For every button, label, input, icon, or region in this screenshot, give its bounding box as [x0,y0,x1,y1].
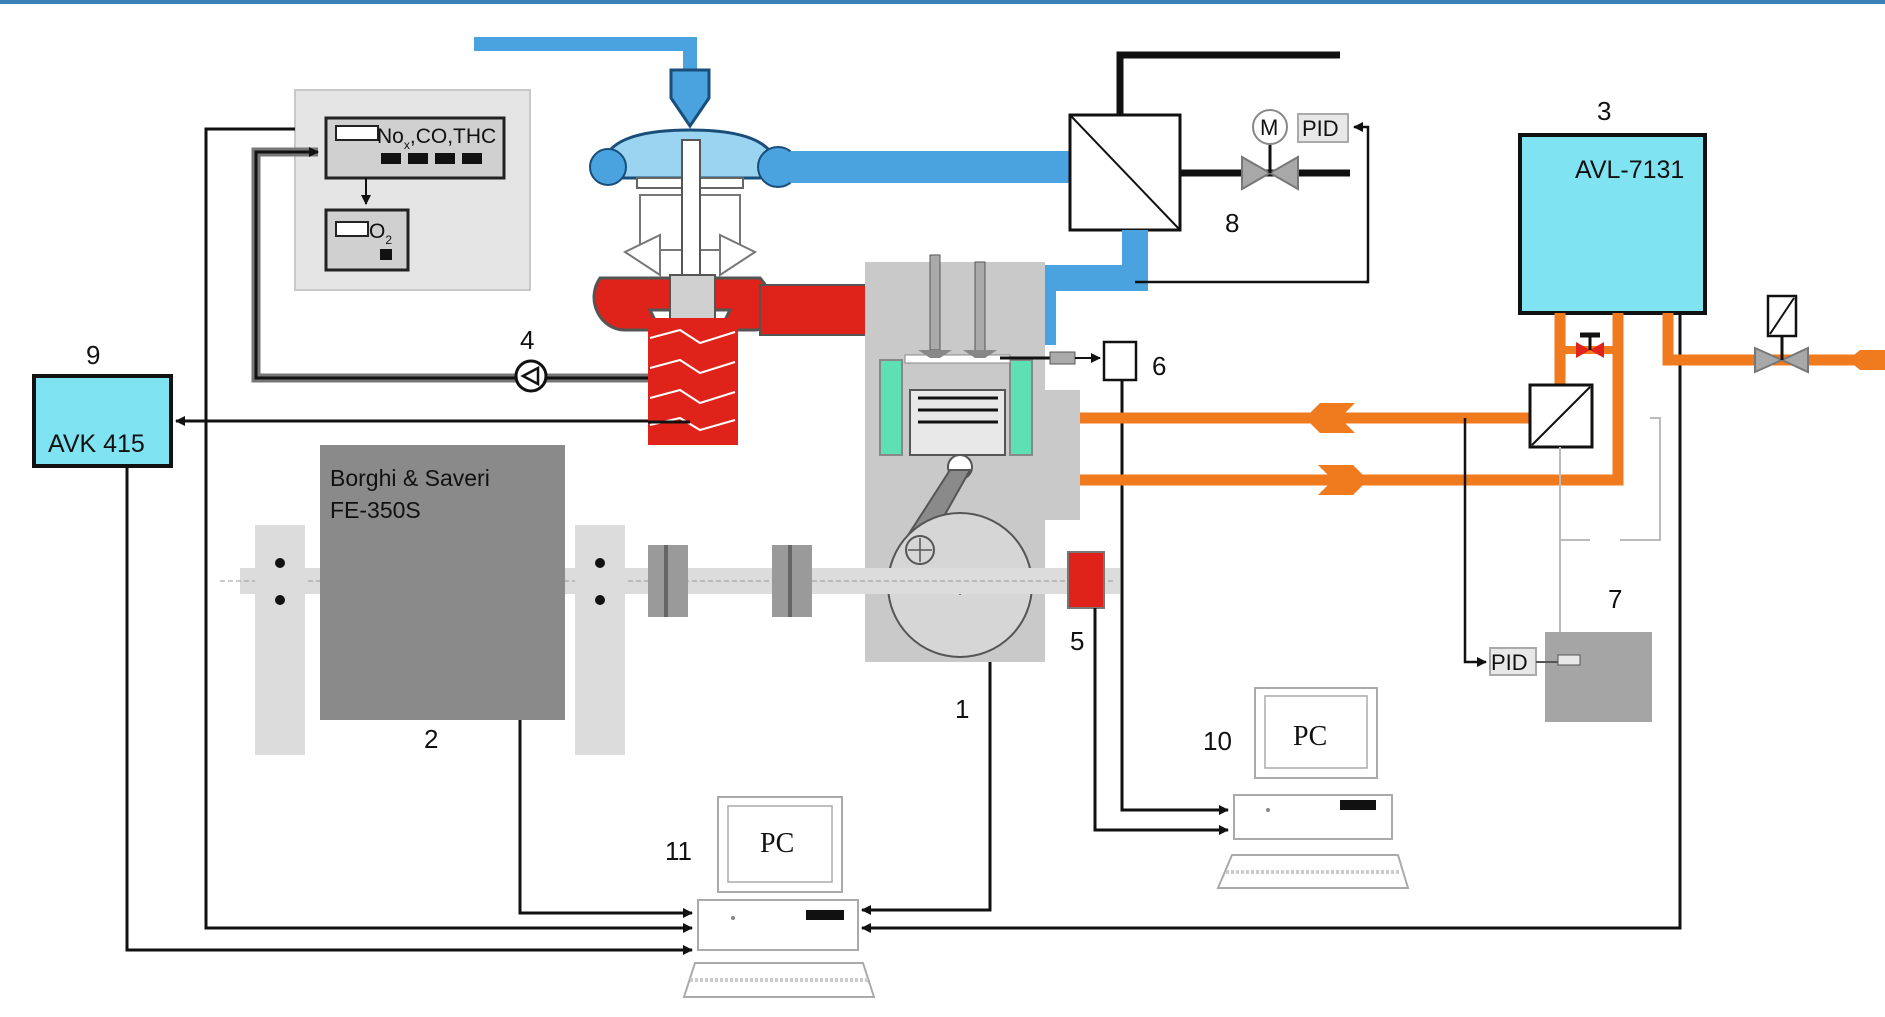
top-border [0,0,1885,4]
avk-415 [32,374,173,468]
avl-name: AVL-7131 [1575,156,1684,184]
encoder-to-pc10-line [1093,608,1229,835]
exhaust-outlet-stack [648,318,738,445]
dyno-name-line2: FE-350S [330,497,421,523]
pressure-sensor-6 [1102,340,1138,382]
coolant-supply-arrow-icon [1318,465,1368,495]
coolant-temp-to-pid-line [1463,418,1487,667]
motor-icon [1252,109,1288,145]
avl-to-pc11-line [861,313,1682,933]
avk-name: AVK 415 [48,430,145,458]
pc-10: PC [1216,687,1410,889]
o2-analyzer [324,208,410,272]
controller-7 [1545,632,1652,722]
valve-8: M PID [1135,109,1370,284]
dyno-to-pc11-line [518,720,693,918]
avk-to-pc11-line [125,466,693,955]
engine-to-pc11-line [861,662,992,915]
coolant-return-arrow-icon [1305,403,1355,433]
gas-analyzer-cabinet: Nox,CO,THC O2 [294,89,531,291]
pc10-screen-label: PC [1293,721,1327,752]
svg-text:PID: PID [1302,116,1339,141]
dyno-name-line1: Borghi & Saveri [330,465,490,491]
avk-number: 9 [86,340,100,370]
svg-text:PID: PID [1491,650,1528,675]
valve-number: 8 [1225,208,1239,238]
pc-11: PC [682,796,876,998]
controller-number: 7 [1608,584,1622,614]
solenoid-valve [1754,294,1809,374]
sensor6-number: 6 [1152,351,1166,381]
pump-number: 4 [520,325,534,355]
dynamometer [320,445,565,720]
analyzer-to-pc11-line [204,127,693,933]
avl-number: 3 [1597,96,1611,126]
air-inlet-arrow-icon [669,68,711,129]
pc11-number: 11 [665,836,692,866]
valve8-pid-box [1297,113,1349,143]
engine-number: 1 [955,694,969,724]
encoder-5 [1067,551,1105,609]
inlet-arrow-icon [1848,350,1885,370]
o2-label: O2 [369,220,392,247]
nox-co-thc-label: Nox,CO,THC [377,125,496,152]
pc10-number: 10 [1203,726,1232,756]
sensor6-to-pc10-line [1120,380,1229,815]
fresh-air-inlet [474,37,697,96]
encoder-number: 5 [1070,626,1084,656]
svg-text:M: M [1260,115,1278,140]
avl-7131 [1518,133,1707,315]
coolant-supply-line [1080,313,1624,486]
pc11-screen-label: PC [760,828,794,859]
dyno-number: 2 [424,724,438,754]
cooling-water-inlet [1662,313,1880,366]
engine-block [865,254,1080,662]
